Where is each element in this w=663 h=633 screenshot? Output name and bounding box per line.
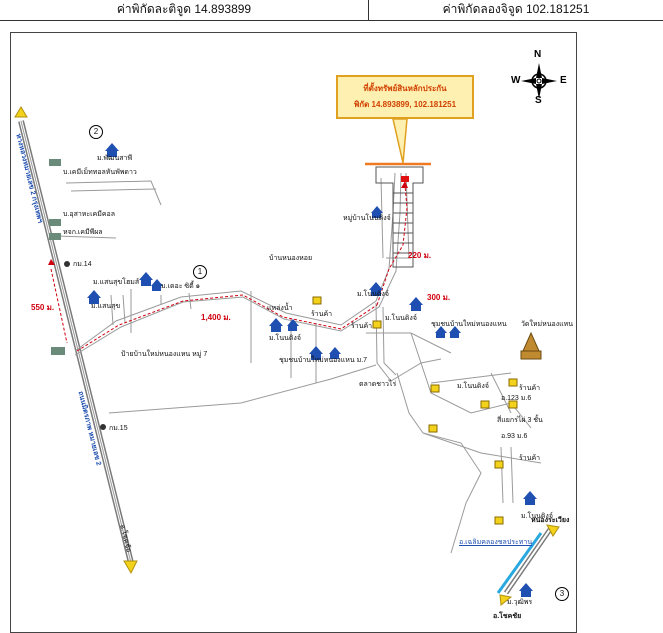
label-village-sign: ป้ายบ้านใหม่หนองแหน หมู่ 7 (121, 351, 208, 358)
label-house5: ม.โนนดิงจ์ (521, 513, 553, 520)
label-kho-khan: สี่แยกร่ไผ่ 3 ชั้น (497, 417, 543, 424)
label-nongrawiang: หนองระเวียง (531, 517, 570, 524)
factory-icons (49, 159, 65, 355)
property-subdivision (375, 166, 424, 268)
km-posts (64, 261, 106, 430)
compass-w: W (511, 75, 521, 86)
label-ban-nw: ม.วุฒิพร (507, 599, 533, 606)
road-nongrawiang (503, 526, 554, 595)
label-road-123: อ.123 ม.6 (501, 395, 532, 402)
label-school: แหล่งน้ำ (267, 305, 293, 312)
label-ban2: ม.แสนสุข (91, 303, 121, 310)
callout-pointer (392, 118, 408, 164)
shop-icons (312, 296, 518, 525)
label-market: ตลาดชาวไร่ (359, 381, 397, 388)
label-amphoe-bottom: อ.โชคชัย (493, 613, 522, 620)
distance-300: 300 ม. (427, 293, 451, 302)
compass-e: E (560, 75, 567, 86)
arrow-chokchai-bottom (499, 594, 513, 606)
route-distance-lines (50, 184, 408, 352)
label-house1: ม.โนนดิงจ์ (357, 291, 389, 298)
label-ban-factory: ม.พัฒนสาพี (97, 155, 133, 162)
map-frame: ที่ตั้งทรัพย์สินหลักประกัน พิกัด 14.8938… (10, 32, 577, 633)
label-canal: อ.เฉลิมคลองชลประทาน (459, 539, 533, 546)
compass-s: S (535, 95, 542, 106)
callout-title: ที่ตั้งทรัพย์สินหลักประกัน (363, 84, 447, 93)
compass-n: N (534, 49, 542, 60)
label-ban3: ม.เดอะ ซิตี้ ๑ (161, 283, 201, 290)
label-company2: หจก.เคมีพีผล (63, 229, 103, 236)
label-house4: ม.โนนดิงจ์ (457, 383, 489, 390)
temple-icon (520, 331, 542, 360)
label-company1: บ.อุสาหะเคมีคอล (63, 211, 116, 218)
label-shop1: ร้านค้า (311, 311, 333, 318)
marker-3: 3 (555, 587, 569, 601)
label-shop2: ร้านค้า (351, 323, 373, 330)
label-km14: กม.14 (73, 261, 92, 268)
callout-coords: พิกัด 14.893899, 102.181251 (353, 100, 457, 109)
compass-rose (521, 63, 557, 99)
label-km15: กม.15 (109, 425, 128, 432)
label-community7: ชุมชนบ้านใหม่หนองแหน ม.7 (279, 357, 368, 364)
route-arrow-1 (48, 259, 55, 265)
road-network (55, 172, 542, 554)
distance-220: 220 ม. (408, 251, 432, 260)
arrow-nongrawiang (546, 524, 560, 537)
house-icons (87, 143, 537, 597)
longitude-label: ค่าพิกัดลองจิจูด 102.181251 (442, 2, 590, 16)
label-house3: ม.โนนดิงจ์ (269, 335, 301, 342)
marker-2: 2 (89, 125, 103, 139)
coordinate-header: ค่าพิกัดละติจูด 14.893899 ค่าพิกัดลองจิจ… (0, 0, 663, 21)
label-road-93: อ.93 ม.6 (501, 433, 528, 440)
canal (496, 532, 543, 594)
label-ban-near: หมู่บ้านโนนดิงจ์ (343, 215, 391, 222)
distance-1400: 1,400 ม. (201, 313, 231, 322)
map-canvas (14, 63, 560, 606)
label-temple: วัดใหม่หนองแหน (521, 321, 574, 328)
latitude-label: ค่าพิกัดละติจูด 14.893899 (0, 0, 369, 20)
north-arrow-highway (14, 106, 28, 118)
label-ban1: ม.แสนสุขโฮมส์ (93, 279, 140, 286)
property-marker (401, 176, 409, 182)
label-house2: ม.โนนดิงจ์ (385, 315, 417, 322)
label-community-east: ชุมชนบ้านใหม่หนองแหน (431, 321, 507, 328)
distance-550: 550 ม. (31, 303, 55, 312)
south-arrow-highway (123, 560, 138, 575)
label-shop3: ร้านค้า (519, 385, 541, 392)
label-factory: บ.เคมีเม็ททอลหันพัพดาว (63, 169, 137, 176)
marker-1: 1 (193, 265, 207, 279)
label-khoksaket: บ้านหนองหอย (269, 255, 313, 262)
property-callout: ที่ตั้งทรัพย์สินหลักประกัน พิกัด 14.8938… (336, 75, 474, 119)
route-arrow-2 (401, 181, 408, 188)
label-shop4: ร้านค้า (519, 455, 541, 462)
highway-road (18, 120, 134, 564)
